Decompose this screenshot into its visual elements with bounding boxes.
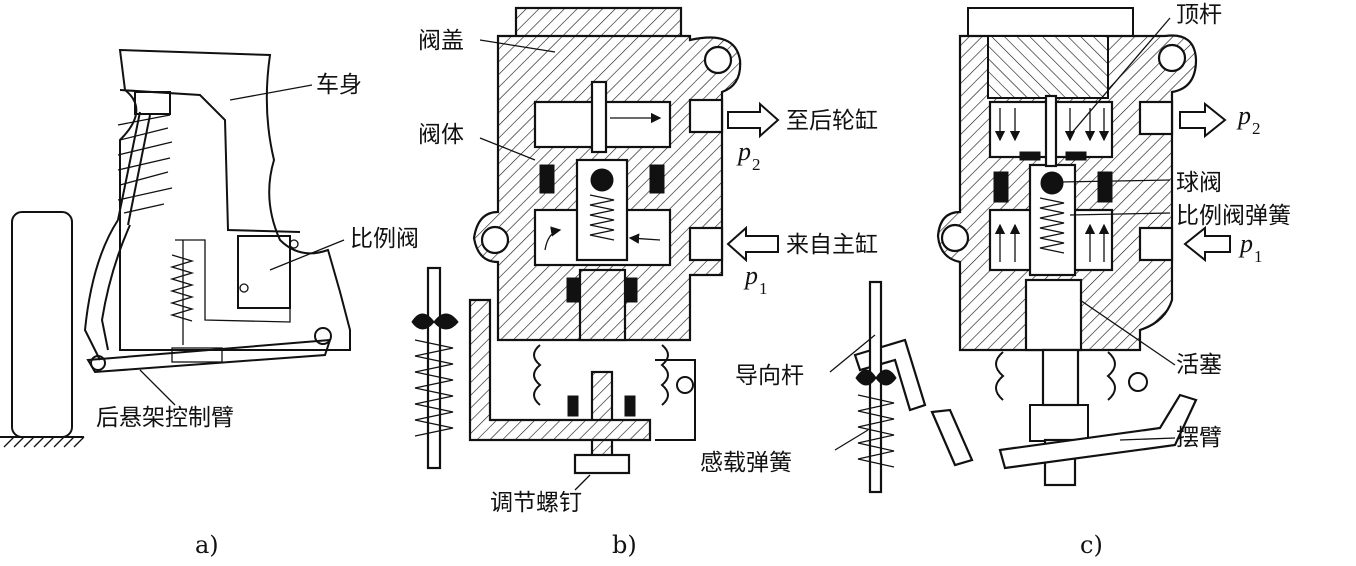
seal-b4 bbox=[624, 277, 638, 303]
label-guide-rod: 导向杆 bbox=[735, 363, 804, 389]
pressure-arrows-up bbox=[994, 223, 1110, 262]
label-push-rod: 顶杆 bbox=[1176, 2, 1222, 28]
ball-c bbox=[1040, 171, 1064, 195]
leader-arm bbox=[139, 369, 176, 406]
arrow-p2-c bbox=[1179, 101, 1227, 139]
label-p1-c-sub: 1 bbox=[1254, 247, 1263, 266]
lever-bracket-b bbox=[655, 359, 696, 441]
mount-hole-c1 bbox=[940, 223, 970, 253]
caption-b: b) bbox=[612, 531, 637, 559]
adjust-nut-c bbox=[1029, 404, 1089, 442]
label-p2-c: p bbox=[1236, 101, 1251, 130]
bellows-c bbox=[995, 351, 1116, 401]
lever-arm-b bbox=[468, 298, 652, 442]
label-valve-spring: 比例阀弹簧 bbox=[1176, 203, 1291, 229]
suspension-strut bbox=[83, 91, 173, 361]
body-frame bbox=[119, 89, 301, 233]
port-in-b bbox=[688, 226, 724, 262]
ball-b bbox=[590, 168, 614, 192]
arm-pivot-left bbox=[90, 355, 106, 371]
label-valve-cover: 阀盖 bbox=[418, 28, 464, 54]
panel-c: 顶杆 球阀 比例阀弹簧 活塞 摆臂 导向杆 感载弹簧 p 2 p 1 c) bbox=[700, 2, 1291, 559]
label-p1-b: p bbox=[743, 261, 758, 290]
label-ball-valve: 球阀 bbox=[1176, 170, 1222, 196]
label-swing-arm: 摆臂 bbox=[1176, 425, 1222, 451]
valve-linkage bbox=[175, 239, 291, 345]
swing-arm-left-c bbox=[930, 408, 974, 467]
port-in-c bbox=[1138, 226, 1174, 262]
label-piston: 活塞 bbox=[1176, 352, 1222, 378]
arm-pivot-right bbox=[314, 327, 332, 345]
ground-hatch bbox=[3, 436, 85, 448]
cap-c bbox=[967, 7, 1134, 37]
label-p1-b-sub: 1 bbox=[759, 279, 768, 298]
load-spring-a bbox=[169, 254, 195, 322]
label-proportional-valve: 比例阀 bbox=[350, 226, 419, 252]
adjust-screw-head bbox=[573, 453, 631, 475]
label-load-spring: 感载弹簧 bbox=[700, 450, 792, 476]
label-rear-control-arm: 后悬架控制臂 bbox=[96, 405, 234, 431]
push-pin-b bbox=[590, 80, 608, 154]
label-adjust-screw: 调节螺钉 bbox=[490, 490, 582, 516]
arm-bracket bbox=[171, 347, 223, 363]
mount-hole-c2 bbox=[1157, 43, 1187, 73]
spring-cap-c bbox=[855, 369, 897, 386]
mount-hole-b1 bbox=[480, 225, 510, 255]
valve-spring-c bbox=[1039, 197, 1065, 254]
bellows-b bbox=[533, 344, 669, 406]
panel-a: 车身 比例阀 后悬架控制臂 a) bbox=[0, 48, 419, 559]
panel-b: 阀盖 阀体 至后轮缸 来自主缸 p 2 p 1 调节螺钉 b) bbox=[411, 6, 878, 559]
label-from-master: 来自主缸 bbox=[786, 232, 878, 258]
label-p2-b: p bbox=[736, 137, 751, 166]
port-out-c bbox=[1138, 100, 1174, 136]
proportional-valve-box bbox=[237, 235, 291, 309]
arrow-p1-c bbox=[1183, 225, 1231, 263]
control-arm bbox=[86, 338, 332, 374]
valve-spring-b bbox=[589, 194, 615, 241]
push-rod-c bbox=[1044, 94, 1058, 168]
threaded-plug-c bbox=[987, 35, 1109, 99]
leader-valve bbox=[269, 239, 345, 271]
spring-cap-b bbox=[411, 313, 459, 330]
mount-hole-b2 bbox=[703, 45, 733, 75]
label-p2-c-sub: 2 bbox=[1252, 119, 1261, 138]
load-spring-b bbox=[414, 339, 454, 437]
caption-c: c) bbox=[1080, 531, 1103, 559]
label-p2-b-sub: 2 bbox=[752, 155, 761, 174]
label-valve-body: 阀体 bbox=[418, 122, 464, 148]
piston-stem-b bbox=[578, 268, 627, 342]
port-out-b bbox=[688, 98, 724, 134]
swing-arm-c bbox=[998, 393, 1198, 470]
arrow-from-master bbox=[726, 225, 779, 263]
wheel bbox=[11, 211, 73, 438]
label-car-body: 车身 bbox=[316, 72, 362, 98]
piston-c bbox=[1024, 278, 1083, 352]
caption-a: a) bbox=[195, 531, 219, 559]
seal-b2 bbox=[649, 164, 665, 194]
swing-pivot-c bbox=[1128, 372, 1148, 392]
leader-car-body bbox=[229, 84, 313, 101]
seal-b3 bbox=[566, 277, 580, 303]
guide-rod-c bbox=[868, 280, 883, 494]
seal-b1 bbox=[539, 164, 555, 194]
label-to-rear-cylinder: 至后轮缸 bbox=[786, 108, 878, 134]
label-p1-c: p bbox=[1238, 229, 1253, 258]
piston-stem-c bbox=[1041, 348, 1080, 407]
arrow-to-rear bbox=[727, 101, 780, 139]
load-spring-c bbox=[857, 394, 895, 468]
car-body-outline bbox=[118, 48, 351, 351]
